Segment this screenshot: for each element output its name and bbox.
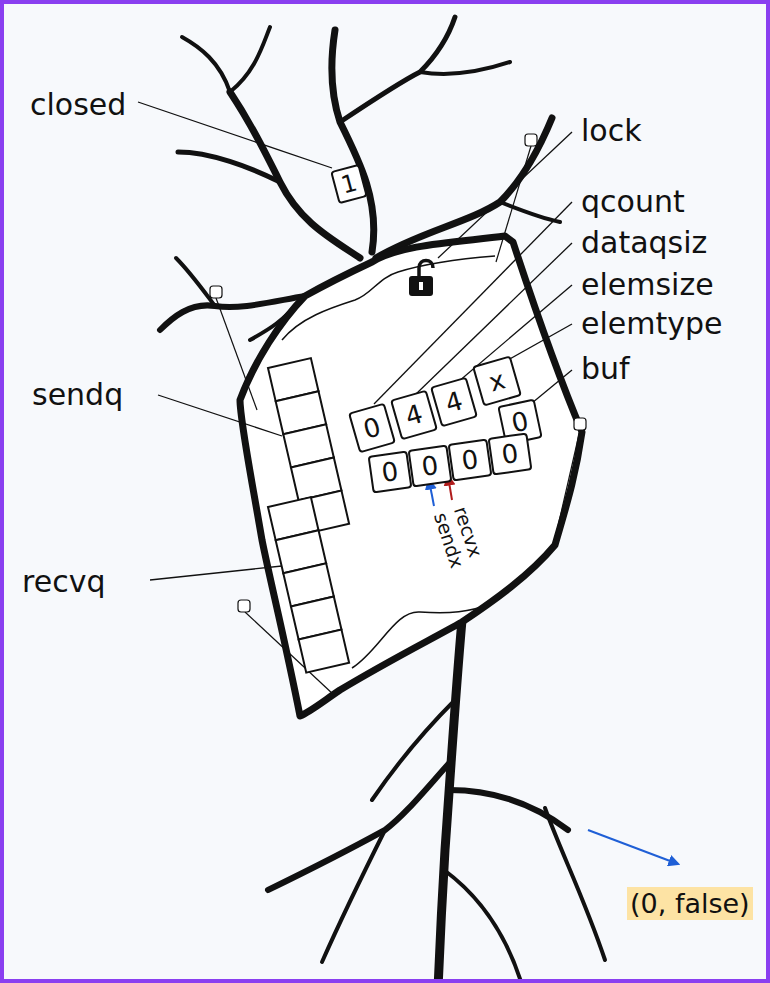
lock-icon <box>409 261 433 297</box>
inner-membrane <box>282 256 495 340</box>
result-label: (0, false) <box>627 887 753 920</box>
cell-body <box>240 236 582 716</box>
value-text: 0 <box>509 408 531 437</box>
buffer-slot: 0 <box>448 438 493 481</box>
field-label: dataqsiz <box>581 226 707 261</box>
value-text: 4 <box>402 400 425 430</box>
recvq-queue <box>268 497 349 673</box>
value-text: 1 <box>339 170 360 197</box>
field-label: qcount <box>581 185 685 220</box>
inner-membrane <box>352 604 490 668</box>
pins <box>210 134 586 695</box>
value-text: 0 <box>360 413 383 443</box>
field-label: lock <box>581 114 642 149</box>
field-label: elemsize <box>581 268 714 303</box>
field-label: closed <box>30 88 126 123</box>
field-label: buf <box>581 352 630 387</box>
field-label: recvq <box>22 565 105 600</box>
value-text: 0 <box>500 440 520 468</box>
output-arrow <box>588 830 678 864</box>
field-label: sendq <box>32 378 123 413</box>
buffer-slot: 0 <box>408 444 453 487</box>
field-label: elemtype <box>581 307 723 342</box>
value-text: x <box>486 366 508 395</box>
value-text: 4 <box>442 387 465 417</box>
value-text: 0 <box>420 452 440 480</box>
buffer-slot: 0 <box>488 432 533 475</box>
value-text: 0 <box>460 446 480 474</box>
value-text: 0 <box>380 458 400 486</box>
buffer-slot: 0 <box>368 450 413 493</box>
leader-lines <box>138 102 572 580</box>
